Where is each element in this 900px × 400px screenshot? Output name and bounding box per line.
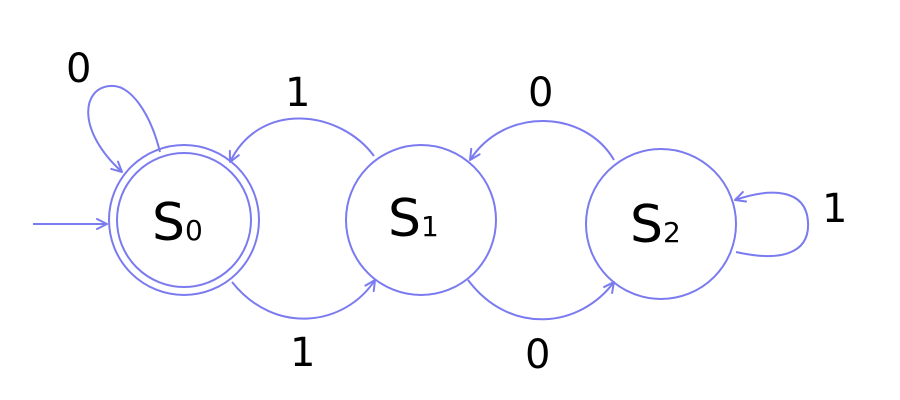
state-s0-label: S0 [152,193,203,253]
transition-s1-s0-label: 1 [285,70,310,116]
transition-s0-s1 [231,279,376,320]
state-s0-outer-circle [108,144,260,296]
transition-s2-s2 [734,191,810,258]
state-s1-circle [345,144,497,296]
state-s2: S2 [585,148,737,300]
state-s1-label: S1 [388,189,439,249]
state-s2-circle [585,148,737,300]
transition-s1-s2-label: 0 [525,332,550,378]
transition-s0-s1-label: 1 [290,330,315,376]
transition-s1-s2 [467,279,615,321]
transition-s2-s2-label: 1 [822,186,847,232]
transition-s2-s1 [469,120,615,161]
transition-s0-s0-label: 0 [66,46,91,92]
state-s0: S0 [108,144,260,296]
transition-s2-s1-label: 0 [528,70,553,116]
state-s0-inner-circle [116,152,252,288]
state-s2-label: S2 [630,195,681,255]
state-s1: S1 [345,144,497,296]
transition-s1-s0 [228,117,375,163]
transition-s0-s0 [87,84,161,173]
